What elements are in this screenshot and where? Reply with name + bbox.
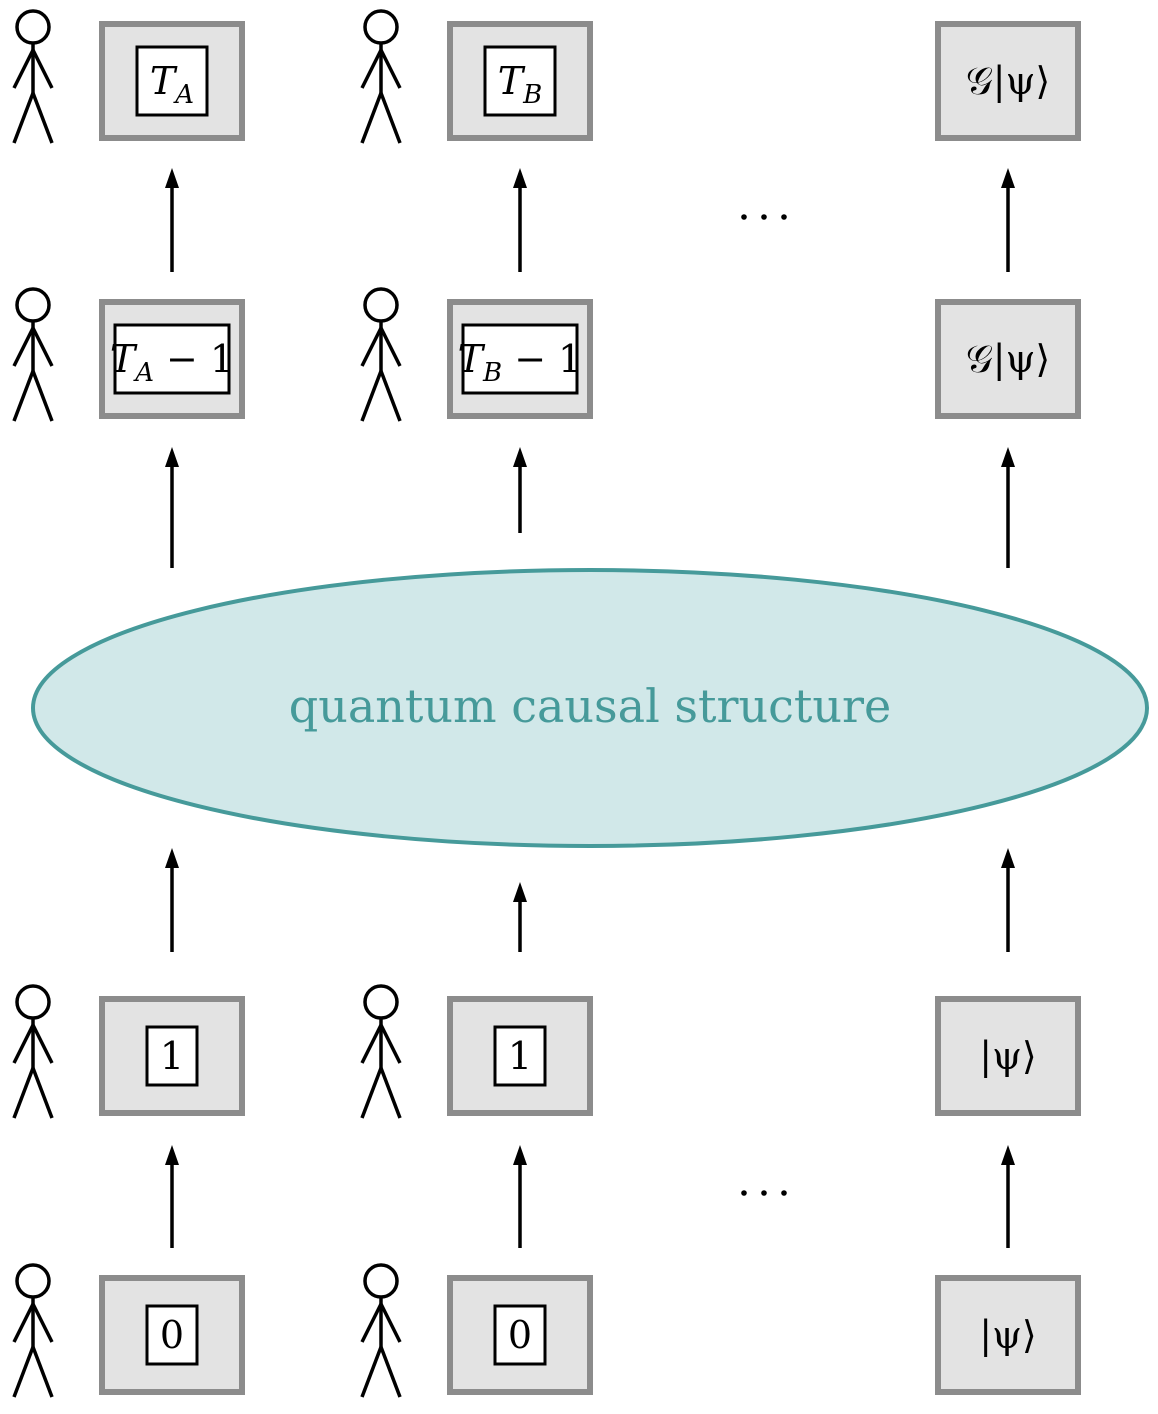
value-register	[145, 1025, 199, 1087]
register-value: |ψ⟩	[979, 1313, 1036, 1357]
value-register	[483, 45, 557, 117]
box-A-output-top: TA	[99, 21, 245, 141]
register-value: |ψ⟩	[979, 1034, 1036, 1078]
arrow-A-out-of-structure	[165, 447, 179, 568]
register-value: TB	[498, 59, 542, 110]
quantum-causal-structure-ellipse	[31, 568, 1149, 848]
register-value: TA	[150, 59, 194, 110]
box-B-output-top: TB	[447, 21, 593, 141]
box-psi-input-mid: |ψ⟩	[935, 996, 1081, 1116]
arrow-B-bottom	[513, 1145, 527, 1248]
arrow-A-top	[165, 168, 179, 272]
arrow-A-bottom	[165, 1145, 179, 1248]
agent-B-input-mid	[360, 984, 402, 1119]
arrow-B-top	[513, 168, 527, 272]
agent-A-input-mid	[12, 984, 54, 1119]
agent-A-output-mid	[12, 287, 54, 422]
box-B-input-bottom: 0	[447, 1275, 593, 1395]
agent-B-output-top	[360, 9, 402, 144]
box-A-input-mid: 1	[99, 996, 245, 1116]
register-value: 0	[508, 1313, 532, 1357]
agent-B-output-mid	[360, 287, 402, 422]
ellipsis-bottom	[741, 1190, 787, 1196]
register-value: 1	[160, 1034, 184, 1078]
value-register	[493, 1304, 547, 1366]
arrow-psi-into-structure	[1001, 848, 1015, 952]
arrow-B-into-structure	[513, 882, 527, 952]
arrow-psi-out-of-structure	[1001, 447, 1015, 568]
box-B-output-mid: TB − 1	[447, 299, 593, 419]
arrow-psi-top	[1001, 168, 1015, 272]
register-value: 𝒢|ψ⟩	[966, 337, 1050, 381]
arrow-B-out-of-structure	[513, 447, 527, 533]
register-value: 𝒢|ψ⟩	[966, 59, 1050, 103]
box-psi-output-mid: 𝒢|ψ⟩	[935, 299, 1081, 419]
register-value: 1	[508, 1034, 532, 1078]
box-psi-input-bottom: |ψ⟩	[935, 1275, 1081, 1395]
ellipse-label: quantum causal structure	[289, 679, 891, 733]
value-register	[113, 323, 231, 395]
value-register	[145, 1304, 199, 1366]
value-register	[461, 323, 579, 395]
agent-B-input-bottom	[360, 1263, 402, 1398]
arrow-A-into-structure	[165, 848, 179, 952]
value-register	[135, 45, 209, 117]
agent-A-input-bottom	[12, 1263, 54, 1398]
arrow-psi-bottom	[1001, 1145, 1015, 1248]
register-value: 0	[160, 1313, 184, 1357]
agent-A-output-top	[12, 9, 54, 144]
box-B-input-mid: 1	[447, 996, 593, 1116]
register-value: TB − 1	[458, 337, 583, 388]
box-A-output-mid: TA − 1	[99, 299, 245, 419]
box-A-input-bottom: 0	[99, 1275, 245, 1395]
box-psi-output-top: 𝒢|ψ⟩	[935, 21, 1081, 141]
register-value: TA − 1	[110, 337, 234, 388]
value-register	[493, 1025, 547, 1087]
ellipsis-top	[741, 214, 787, 220]
